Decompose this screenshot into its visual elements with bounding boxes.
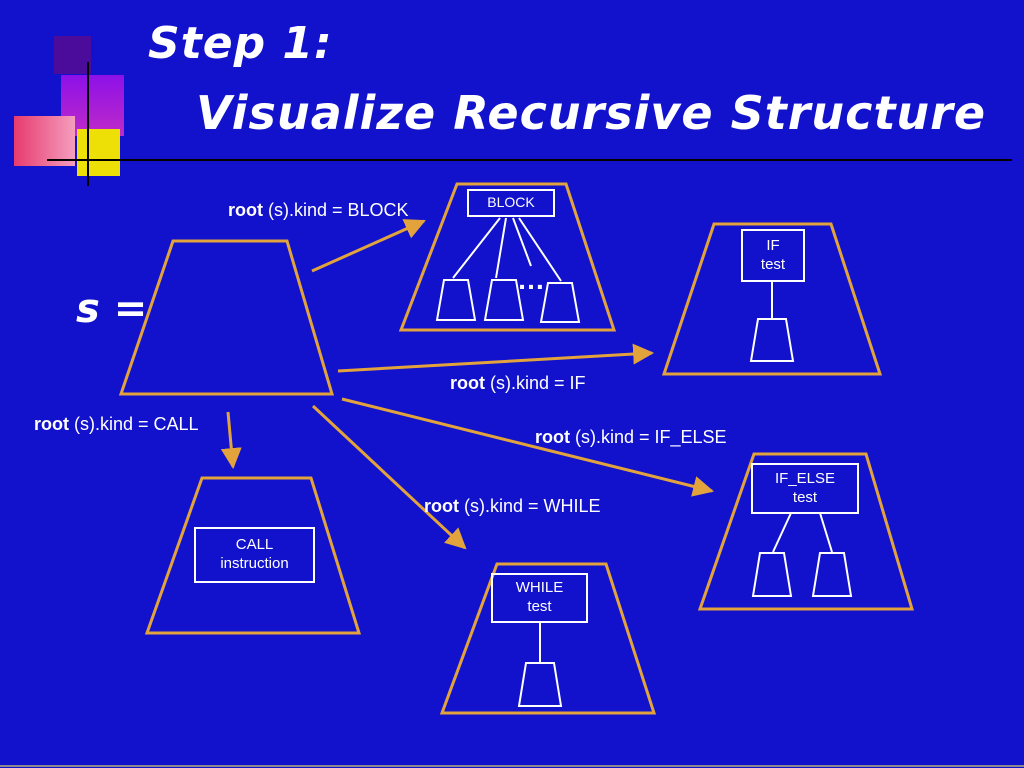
block-fan-line-3 xyxy=(512,217,532,267)
while-child-trapezoid xyxy=(517,662,563,707)
block-node-label: BLOCK xyxy=(487,194,535,211)
if-else-node-label-line1: IF_ELSE xyxy=(774,469,836,487)
arrow-to-call xyxy=(220,411,242,470)
while-node-box: WHILE test xyxy=(491,573,588,623)
if-else-node-box: IF_ELSE test xyxy=(751,463,859,514)
s-equals-label: s = xyxy=(76,286,148,332)
call-node-label-line2: instruction xyxy=(220,555,289,572)
edge-label-if-rest: (s).kind = IF xyxy=(485,373,586,393)
edge-label-call-rest: (s).kind = CALL xyxy=(69,414,199,434)
if-node-box: IF test xyxy=(741,229,805,282)
edge-label-if-else: root (s).kind = IF_ELSE xyxy=(535,427,727,448)
edge-label-if: root (s).kind = IF xyxy=(450,373,586,394)
if-else-child-line-2 xyxy=(819,512,833,553)
edge-label-if-root: root xyxy=(450,373,485,393)
if-else-trapezoid xyxy=(697,452,915,611)
decor-square-pink xyxy=(14,116,75,166)
while-node-label-line2: test xyxy=(527,598,552,615)
if-else-child-trapezoid-2 xyxy=(811,552,853,597)
if-node-label-line1: IF xyxy=(766,236,780,254)
arrow-to-if-else xyxy=(341,397,715,497)
edge-label-if-else-root: root xyxy=(535,427,570,447)
edge-label-while: root (s).kind = WHILE xyxy=(424,496,601,517)
block-child-trapezoid-3 xyxy=(539,282,581,323)
slide-title-line1: Step 1: xyxy=(148,18,333,69)
edge-label-call-root: root xyxy=(34,414,69,434)
edge-label-block-rest: (s).kind = BLOCK xyxy=(263,200,409,220)
if-else-node-label-line2: test xyxy=(792,488,818,506)
edge-label-block-root: root xyxy=(228,200,263,220)
block-trapezoid xyxy=(398,182,617,332)
slide-title-line2: Visualize Recursive Structure xyxy=(196,86,987,140)
arrow-to-while xyxy=(311,404,467,550)
call-node-label-line1: CALL xyxy=(235,536,274,554)
if-else-child-line-1 xyxy=(772,512,792,553)
arrow-to-if xyxy=(337,343,655,373)
if-trapezoid xyxy=(661,222,883,376)
block-fan-line-2 xyxy=(495,217,507,279)
block-node-box: BLOCK xyxy=(467,189,555,217)
decor-square-yellow xyxy=(77,129,120,176)
block-fan-line-1 xyxy=(452,217,501,279)
block-children-ellipsis: … xyxy=(517,264,546,295)
block-child-trapezoid-1 xyxy=(435,279,477,321)
edge-label-while-root: root xyxy=(424,496,459,516)
call-node-box: CALL instruction xyxy=(194,527,315,583)
block-fan-line-4 xyxy=(518,217,562,282)
while-node-label-line1: WHILE xyxy=(515,579,564,597)
edge-label-call: root (s).kind = CALL xyxy=(34,414,199,435)
edge-label-while-rest: (s).kind = WHILE xyxy=(459,496,601,516)
block-child-trapezoid-2 xyxy=(483,279,525,321)
if-else-child-trapezoid-1 xyxy=(751,552,793,597)
bottom-edge-line xyxy=(0,765,1024,767)
if-node-label-line2: test xyxy=(760,255,786,273)
edge-label-block: root (s).kind = BLOCK xyxy=(228,200,409,221)
arrow-to-block xyxy=(311,219,426,273)
call-trapezoid xyxy=(144,476,362,635)
decor-square-dark-purple xyxy=(54,36,91,74)
while-trapezoid xyxy=(439,562,657,715)
main-trapezoid xyxy=(118,239,335,396)
edge-label-if-else-rest: (s).kind = IF_ELSE xyxy=(570,427,727,447)
if-child-trapezoid xyxy=(749,318,795,362)
